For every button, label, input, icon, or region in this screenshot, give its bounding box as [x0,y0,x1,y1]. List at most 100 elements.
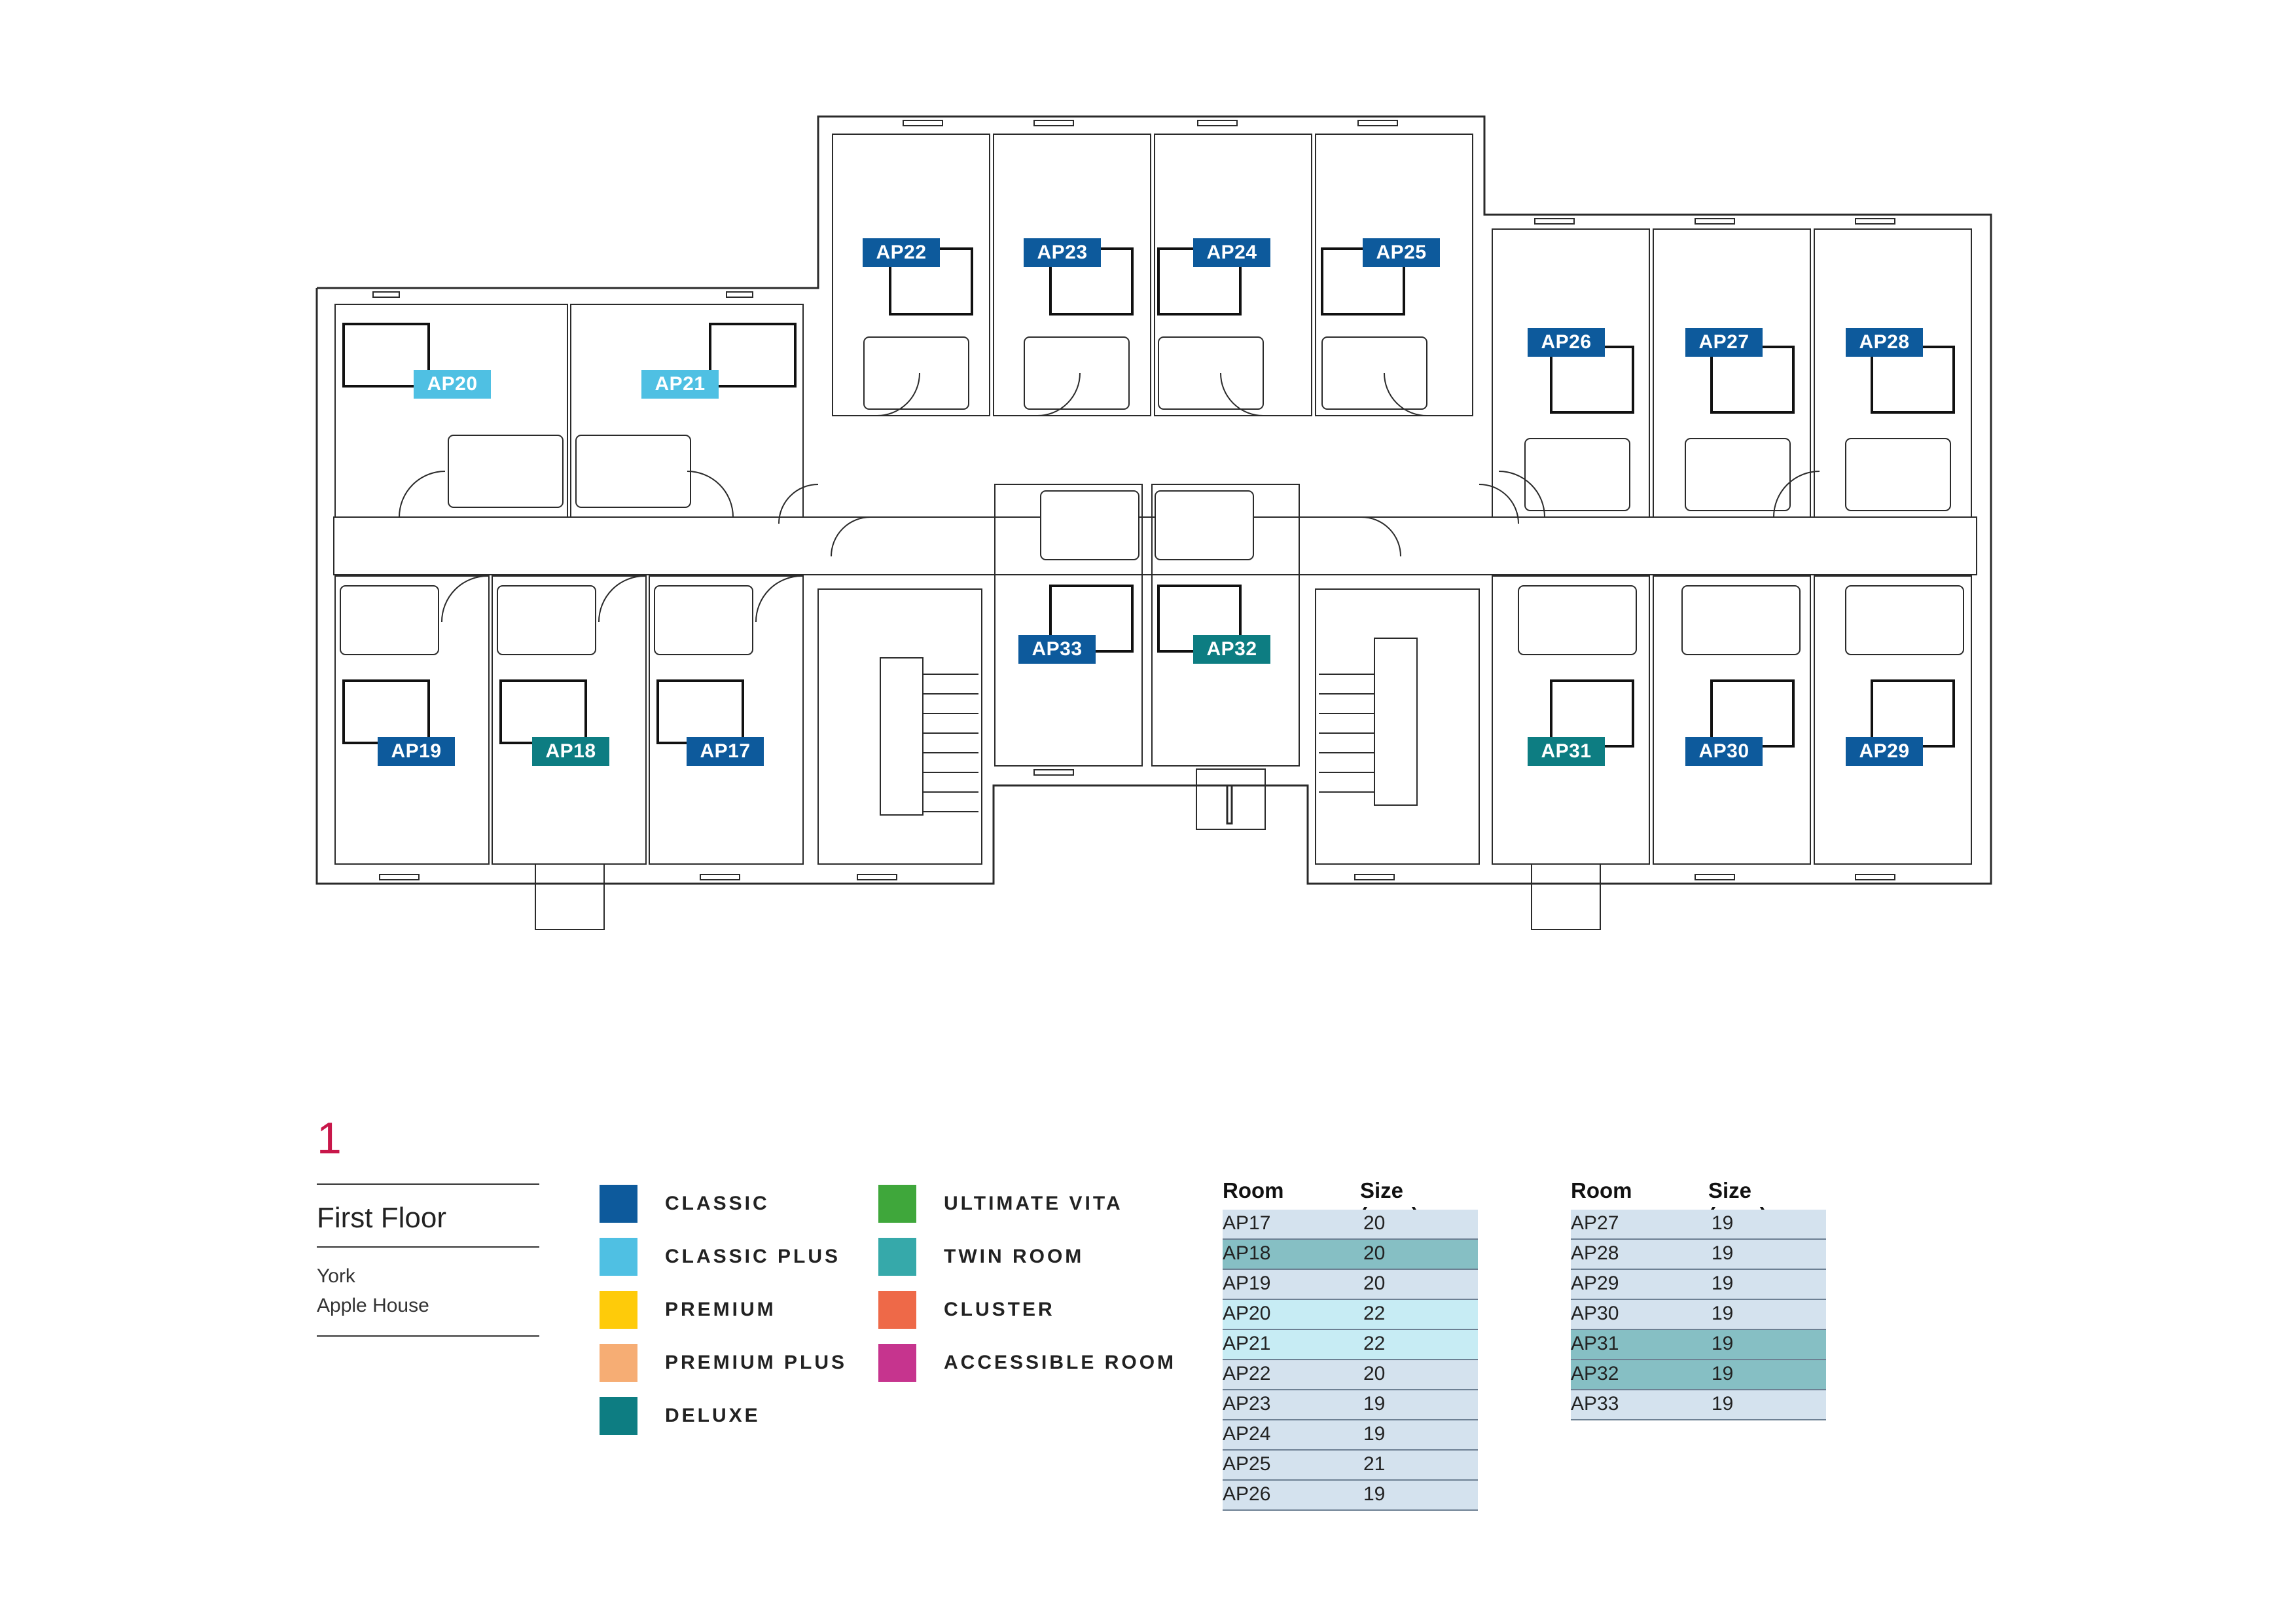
table-cell-room: AP28 [1571,1242,1619,1264]
legend-swatch-deluxe [600,1397,637,1435]
floor-plan [315,115,1992,930]
room-outline [1653,575,1811,865]
room-tag-ap24[interactable]: AP24 [1193,238,1270,267]
room-tag-ap28[interactable]: AP28 [1846,328,1923,357]
room-outline [1151,484,1300,767]
table-row: AP33 19 [1571,1390,1826,1420]
table-cell-size: 22 [1363,1333,1386,1354]
table-row: AP32 19 [1571,1360,1826,1390]
legend-label-premium: PREMIUM [665,1299,776,1320]
table-cell-size: 19 [1712,1333,1734,1354]
table-cell-room: AP25 [1223,1453,1271,1475]
room-tag-ap27[interactable]: AP27 [1685,328,1763,357]
room-tag-ap32[interactable]: AP32 [1193,635,1270,664]
table-cell-size: 19 [1712,1242,1734,1264]
room-tag-ap21[interactable]: AP21 [641,370,719,399]
room-outline [1653,228,1811,518]
balcony [535,863,605,930]
table-cell-room: AP24 [1223,1423,1271,1445]
room-outline [832,134,990,416]
table-cell-size: 19 [1363,1423,1386,1445]
legend-label-premium-plus: PREMIUM PLUS [665,1352,848,1373]
table-row: AP26 19 [1223,1481,1478,1511]
table-row: AP24 19 [1223,1420,1478,1451]
room-tag-ap29[interactable]: AP29 [1846,737,1923,766]
table-cell-size: 19 [1712,1303,1734,1324]
legend-label-ultimate-vita: ULTIMATE VITA [944,1193,1123,1214]
building-outline [315,115,1992,885]
room-tag-ap30[interactable]: AP30 [1685,737,1763,766]
legend-swatch-cluster [878,1291,916,1329]
table-row: AP28 19 [1571,1240,1826,1270]
table-cell-size: 20 [1363,1272,1386,1294]
table-header-room: Room [1571,1178,1632,1202]
table-cell-size: 19 [1712,1272,1734,1294]
floor-number: 1 [317,1113,342,1163]
room-outline [649,575,804,865]
table-cell-size: 19 [1712,1393,1734,1415]
room-tag-ap22[interactable]: AP22 [863,238,940,267]
room-outline [570,304,804,518]
table-cell-size: 21 [1363,1453,1386,1475]
table-cell-room: AP27 [1571,1212,1619,1234]
room-tag-ap25[interactable]: AP25 [1363,238,1440,267]
legend-swatch-classic [600,1185,637,1223]
table-row: AP31 19 [1571,1330,1826,1360]
table-cell-room: AP17 [1223,1212,1271,1234]
room-outline [334,575,490,865]
legend-label-twin-room: TWIN ROOM [944,1246,1085,1267]
location-city: York [317,1265,355,1287]
table-cell-size: 20 [1363,1212,1386,1234]
table-cell-size: 22 [1363,1303,1386,1324]
table-cell-room: AP26 [1223,1483,1271,1505]
location-building: Apple House [317,1295,429,1316]
legend-label-deluxe: DELUXE [665,1405,761,1426]
room-tag-ap19[interactable]: AP19 [378,737,455,766]
table-cell-room: AP19 [1223,1272,1271,1294]
stair-treads [880,638,1418,816]
table-header-room: Room [1223,1178,1284,1202]
table-row: AP25 21 [1223,1451,1478,1481]
room-outline [1492,228,1650,518]
legend-label-accessible-room: ACCESSIBLE ROOM [944,1352,1177,1373]
room-tag-ap17[interactable]: AP17 [687,737,764,766]
room-outline [1154,134,1312,416]
divider [317,1335,539,1337]
table-row: AP17 20 [1223,1210,1478,1240]
table-cell-room: AP32 [1571,1363,1619,1384]
floor-name: First Floor [317,1202,446,1234]
table-cell-room: AP18 [1223,1242,1271,1264]
legend-label-classic-plus: CLASSIC PLUS [665,1246,841,1267]
room-outline [993,134,1151,416]
room-tag-ap33[interactable]: AP33 [1018,635,1096,664]
legend-swatch-twin-room [878,1238,916,1276]
legend-swatch-classic-plus [600,1238,637,1276]
stair-core [817,588,982,865]
legend-swatch-ultimate-vita [878,1185,916,1223]
room-tag-ap31[interactable]: AP31 [1528,737,1605,766]
table-cell-room: AP31 [1571,1333,1619,1354]
balcony [1531,863,1601,930]
table-row: AP29 19 [1571,1270,1826,1300]
room-tag-ap23[interactable]: AP23 [1024,238,1101,267]
table-row: AP22 20 [1223,1360,1478,1390]
bathrooms [340,336,1964,655]
table-cell-size: 19 [1363,1483,1386,1505]
divider [317,1183,539,1185]
table-cell-size: 20 [1363,1363,1386,1384]
table-cell-size: 19 [1712,1363,1734,1384]
legend-label-classic: CLASSIC [665,1193,770,1214]
table-cell-room: AP22 [1223,1363,1271,1384]
legend-swatch-premium [600,1291,637,1329]
room-tag-ap26[interactable]: AP26 [1528,328,1605,357]
table-cell-room: AP33 [1571,1393,1619,1415]
table-row: AP19 20 [1223,1270,1478,1300]
room-tag-ap20[interactable]: AP20 [414,370,491,399]
room-tag-ap18[interactable]: AP18 [532,737,609,766]
table-cell-room: AP29 [1571,1272,1619,1294]
